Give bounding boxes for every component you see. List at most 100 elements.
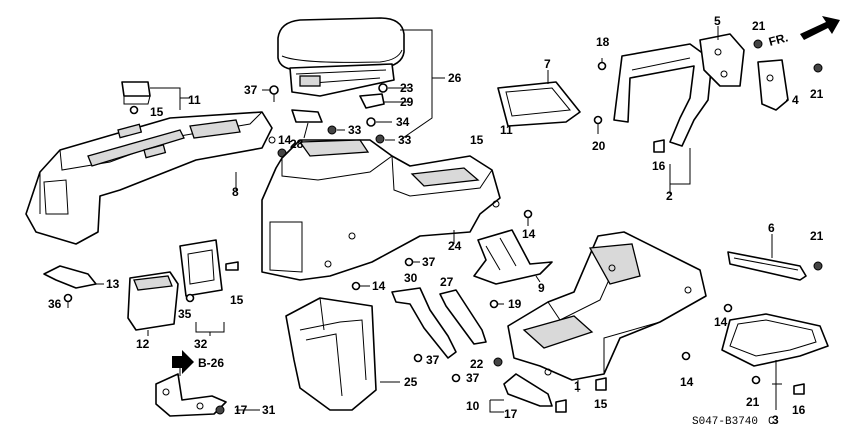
callout-26: 26 bbox=[448, 71, 462, 85]
latch-13 bbox=[43, 265, 97, 289]
callout-11-right: 11 bbox=[500, 123, 513, 137]
callout-4: 4 bbox=[792, 93, 799, 107]
hinge-29 bbox=[359, 93, 410, 109]
callout-17-left: 17 bbox=[234, 403, 248, 417]
callout-12: 12 bbox=[136, 337, 150, 351]
cupholder bbox=[497, 81, 581, 127]
ashtray-12 bbox=[127, 271, 179, 331]
screw-33-upper bbox=[375, 134, 395, 144]
callout-31: 31 bbox=[262, 403, 276, 417]
reference-label: B-26 bbox=[198, 356, 224, 370]
callout-37-lower: 37 bbox=[426, 353, 440, 367]
bracket-28 bbox=[291, 109, 323, 139]
callout-15-lower: 15 bbox=[594, 397, 608, 411]
screw-37-lower bbox=[413, 353, 423, 363]
trim-strip-6 bbox=[727, 251, 807, 281]
screw-14-tray bbox=[723, 303, 733, 313]
bracket-31 bbox=[155, 373, 227, 417]
bracket-30 bbox=[391, 287, 457, 359]
callout-19: 19 bbox=[508, 297, 522, 311]
callout-15-switch: 15 bbox=[150, 105, 164, 119]
clip-15-lower bbox=[595, 377, 607, 391]
shift-boot bbox=[473, 229, 553, 285]
callout-21-mid: 21 bbox=[810, 229, 824, 243]
callout-33-left: 33 bbox=[348, 123, 362, 137]
screw-36 bbox=[63, 293, 73, 308]
lower-bracket-25 bbox=[285, 297, 377, 411]
callout-37-mid: 37 bbox=[422, 255, 436, 269]
callout-1: 1 bbox=[574, 379, 581, 393]
callout-23: 23 bbox=[400, 81, 414, 95]
callout-7: 7 bbox=[544, 57, 551, 71]
callout-2: 2 bbox=[666, 189, 673, 203]
screw-20 bbox=[593, 115, 603, 134]
clip-16-lower bbox=[793, 383, 805, 395]
callout-11-left: 11 bbox=[188, 93, 201, 107]
rear-console bbox=[507, 231, 707, 381]
clip-34 bbox=[366, 117, 392, 127]
callout-37-top: 37 bbox=[244, 83, 258, 97]
clip-17-lower bbox=[555, 399, 567, 413]
screw-23 bbox=[378, 83, 410, 93]
callout-35: 35 bbox=[178, 307, 192, 321]
screw-37-top bbox=[262, 85, 279, 102]
diagram-suffix: C bbox=[768, 416, 775, 428]
callout-30: 30 bbox=[404, 271, 418, 285]
clip-19 bbox=[489, 299, 504, 309]
bracket-4 bbox=[757, 59, 789, 111]
front-direction-arrow bbox=[800, 16, 840, 40]
screw-37-mid bbox=[404, 257, 420, 267]
screw-18 bbox=[597, 58, 607, 71]
nut-21-mid bbox=[813, 261, 823, 271]
nut-22 bbox=[493, 357, 503, 367]
callout-15-center: 15 bbox=[470, 133, 484, 147]
callout-14-rear: 14 bbox=[680, 375, 694, 389]
callout-14-tray: 14 bbox=[714, 315, 728, 329]
center-console bbox=[261, 139, 501, 281]
callout-9: 9 bbox=[538, 281, 545, 295]
callout-27: 27 bbox=[440, 275, 454, 289]
callout-21-lower: 21 bbox=[746, 395, 760, 409]
screw-14-rear bbox=[681, 351, 691, 361]
callout-25: 25 bbox=[404, 375, 418, 389]
callout-29: 29 bbox=[400, 95, 414, 109]
diagram-code: S047-B3740 bbox=[692, 416, 758, 428]
callout-6: 6 bbox=[768, 221, 775, 235]
screw-21-lower bbox=[751, 375, 761, 385]
nut-21-top-left bbox=[753, 39, 763, 49]
callout-14-boot: 14 bbox=[522, 227, 536, 241]
callout-24: 24 bbox=[448, 239, 462, 253]
callout-17-right: 17 bbox=[504, 407, 518, 421]
callout-16-upper: 16 bbox=[652, 159, 666, 173]
clip-15-bezel bbox=[225, 261, 239, 271]
nut-21-top-right bbox=[813, 63, 823, 73]
callout-22: 22 bbox=[470, 357, 484, 371]
screw-14-boot bbox=[523, 209, 533, 226]
screw-37-bottom bbox=[451, 373, 461, 383]
callout-18: 18 bbox=[596, 35, 610, 49]
clip-15-left bbox=[129, 105, 139, 115]
armrest-base bbox=[289, 63, 395, 97]
bezel-32 bbox=[179, 239, 223, 297]
callout-16-lower: 16 bbox=[792, 403, 806, 417]
callout-37-bottom: 37 bbox=[466, 371, 480, 385]
clip-35 bbox=[185, 293, 195, 303]
clip-16 bbox=[653, 139, 665, 153]
callout-13: 13 bbox=[106, 277, 120, 291]
bracket-27 bbox=[439, 289, 487, 345]
callout-21-top-right: 21 bbox=[810, 87, 824, 101]
direction-label: FR. bbox=[767, 30, 789, 49]
callout-15-bezel: 15 bbox=[230, 293, 244, 307]
front-console bbox=[25, 111, 276, 245]
bracket-5 bbox=[699, 33, 745, 87]
tray-3 bbox=[721, 313, 829, 385]
screw-14-mid bbox=[351, 281, 370, 291]
callout-21-top-left: 21 bbox=[752, 19, 766, 33]
callout-5: 5 bbox=[714, 14, 721, 28]
nut-17-lower bbox=[215, 405, 225, 415]
callout-10: 10 bbox=[466, 399, 480, 413]
callout-34: 34 bbox=[396, 115, 410, 129]
callout-32: 32 bbox=[194, 337, 208, 351]
switch-11 bbox=[121, 81, 151, 105]
